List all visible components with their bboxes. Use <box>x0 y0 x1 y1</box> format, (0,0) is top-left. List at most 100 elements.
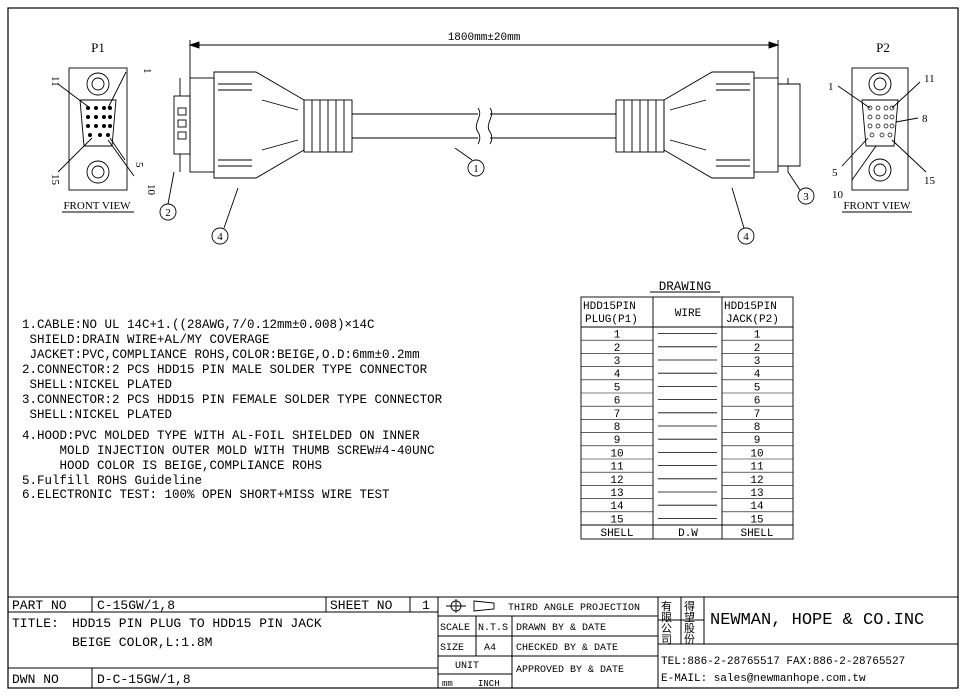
note-line: 4.HOOD:PVC MOLDED TYPE WITH AL-FOIL SHIE… <box>22 429 420 443</box>
scale-value: N.T.S <box>478 623 508 634</box>
pin-right: 4 <box>754 369 761 381</box>
pin-right: 2 <box>754 343 761 355</box>
company-tel-fax: TEL:886-2-28765517 FAX:886-2-28765527 <box>661 656 905 668</box>
title-line-2: BEIGE COLOR,L:1.8M <box>72 635 212 650</box>
pin-right: 15 <box>750 514 763 526</box>
pin-left: 5 <box>614 382 621 394</box>
left-connector-plug <box>173 71 353 179</box>
pin-right: 5 <box>754 382 761 394</box>
seal-char: 得 <box>684 600 695 614</box>
p2-pin-label-11: 11 <box>924 73 935 85</box>
pin-left: 15 <box>610 514 623 526</box>
note-line: SHIELD:DRAIN WIRE+AL/MY COVERAGE <box>22 333 270 347</box>
shell-mid: D.W <box>678 528 698 540</box>
pin-left: 8 <box>614 422 621 434</box>
p2-front-view <box>837 67 927 213</box>
pin-left: 13 <box>610 488 623 500</box>
p2-pin-label-15: 15 <box>924 175 936 187</box>
pin-right: 10 <box>750 448 763 460</box>
seal-char: 公 <box>661 623 672 636</box>
wiring-row: 11 11 <box>581 458 793 474</box>
note-line: SHELL:NICKEL PLATED <box>22 408 172 422</box>
callout-balloons <box>159 159 815 245</box>
note-line: 5.Fulfill ROHS Guideline <box>22 474 202 488</box>
cable <box>352 107 616 161</box>
p1-pin-label-10: 10 <box>145 184 157 196</box>
p2-front-view-label: FRONT VIEW <box>843 200 911 212</box>
pin-right: 13 <box>750 488 763 500</box>
wiring-row: 13 13 <box>581 485 793 500</box>
length-label: 1800mm±20mm <box>448 32 521 44</box>
part-no-label: PART NO <box>12 598 67 613</box>
pin-left: 9 <box>614 435 621 447</box>
checked-by-label: CHECKED BY & DATE <box>516 643 618 654</box>
col-right-header-1: HDD15PIN <box>724 301 777 313</box>
seal-char: 司 <box>661 634 672 647</box>
part-no-value: C-15GW/1,8 <box>97 598 175 613</box>
size-label: SIZE <box>440 643 464 654</box>
shell-right: SHELL <box>740 528 773 540</box>
p1-front-view-label: FRONT VIEW <box>63 200 131 212</box>
note-line: HOOD COLOR IS BEIGE,COMPLIANCE ROHS <box>22 459 322 473</box>
pin-left: 2 <box>614 343 621 355</box>
p2-pins <box>867 105 895 138</box>
unit-mm: mm <box>442 679 453 689</box>
title-block <box>7 596 959 689</box>
dwn-no-value: D-C-15GW/1,8 <box>97 672 191 687</box>
note-line: 6.ELECTRONIC TEST: 100% OPEN SHORT+MISS … <box>22 488 390 502</box>
p1-front-view <box>57 67 135 213</box>
balloon-4-left: 4 <box>217 231 223 243</box>
seal-char: 有 <box>661 599 672 614</box>
pin-right: 12 <box>750 475 763 487</box>
p2-pin-label-5: 5 <box>832 167 838 179</box>
pin-right: 11 <box>750 462 764 474</box>
col-left-header-2: PLUG(P1) <box>585 314 638 326</box>
col-left-header-1: HDD15PIN <box>583 301 636 313</box>
pin-right: 8 <box>754 422 761 434</box>
note-line: 1.CABLE:NO UL 14C+1.((28AWG,7/0.12mm±0.0… <box>22 318 375 332</box>
pin-right: 9 <box>754 435 761 447</box>
p1-pin-label-15: 15 <box>49 174 61 186</box>
balloon-4-right: 4 <box>743 231 749 243</box>
seal-char: 限 <box>661 611 672 625</box>
pin-right: 3 <box>754 356 761 368</box>
pin-left: 7 <box>614 409 621 421</box>
pin-left: 3 <box>614 356 621 368</box>
title-line-1: HDD15 PIN PLUG TO HDD15 PIN JACK <box>72 616 322 631</box>
company-seal: 有 得 限 望 公 股 司 份 <box>661 599 695 647</box>
p2-pin-label-8: 8 <box>922 113 928 125</box>
p2-title: P2 <box>876 40 890 55</box>
wiring-table-title: DRAWING <box>659 280 712 294</box>
sheet-no-label: SHEET NO <box>330 598 393 613</box>
pin-left: 6 <box>614 396 621 408</box>
projection-label: THIRD ANGLE PROJECTION <box>508 603 640 614</box>
p2-pin-label-1: 1 <box>828 81 834 93</box>
pin-right: 7 <box>754 409 761 421</box>
balloon-2: 2 <box>165 207 171 219</box>
note-line: MOLD INJECTION OUTER MOLD WITH THUMB SCR… <box>22 444 435 458</box>
overall-length-dimension <box>188 40 780 78</box>
pin-left: 1 <box>614 330 621 342</box>
pin-left: 11 <box>610 462 624 474</box>
approved-by-label: APPROVED BY & DATE <box>516 665 624 676</box>
right-connector-jack <box>615 71 801 179</box>
balloon-3: 3 <box>803 191 809 203</box>
seal-char: 望 <box>684 611 695 625</box>
title-label: TITLE: <box>12 616 59 631</box>
projection-symbol <box>446 599 495 613</box>
pin-left: 14 <box>610 501 624 513</box>
seal-char: 股 <box>684 622 695 636</box>
p1-pins <box>86 106 112 137</box>
